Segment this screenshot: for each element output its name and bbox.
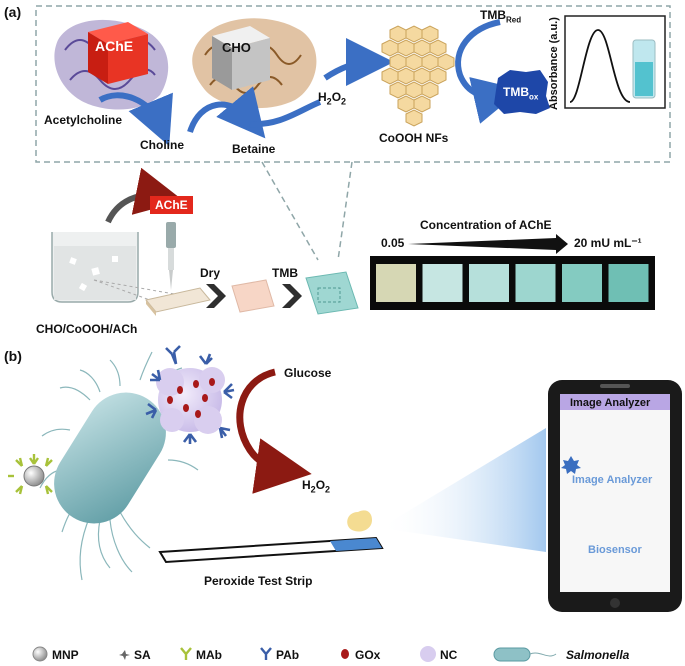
beaker-icon — [51, 232, 139, 303]
panel-b-label: (b) — [4, 348, 22, 364]
color-strip-frame — [370, 256, 655, 310]
coooh-nanoflakes-icon — [381, 25, 455, 127]
tmbox-blob-icon — [494, 70, 550, 114]
legend-pab: PAb — [276, 648, 300, 662]
process-chevrons — [206, 284, 302, 308]
test-pad-dried — [231, 279, 275, 313]
legend-salmonella: Salmonella — [566, 648, 630, 662]
mnp-mab-complex — [8, 454, 53, 495]
pipette-icon — [166, 222, 176, 290]
legend-mnp: MNP — [52, 648, 79, 662]
h2o2-label-b: H2O2 — [302, 478, 331, 495]
concentration-low: 0.05 — [381, 236, 405, 250]
phone-header: Image Analyzer — [570, 397, 651, 409]
panel-a-label: (a) — [4, 4, 22, 20]
tmb-step-label: TMB — [272, 266, 298, 280]
test-strip-label: Peroxide Test Strip — [204, 574, 313, 588]
tmb-ox-label: TMBox — [503, 85, 539, 102]
ache-cube — [88, 22, 148, 84]
beaker-label: CHO/CoOOH/ACh — [36, 322, 138, 336]
pipette-ache-label: AChE — [150, 196, 193, 214]
absorbance-plot — [564, 15, 666, 109]
concentration-title: Concentration of AChE — [420, 218, 552, 232]
test-pad-colored — [305, 271, 359, 315]
glucose-arrow — [236, 368, 312, 494]
test-pad-initial — [145, 287, 211, 316]
concentration-wedge — [408, 238, 556, 250]
tmb-red-label: TMBRed — [480, 8, 522, 25]
color-strip-cells — [376, 264, 649, 302]
mnp-icon — [32, 646, 48, 662]
choline-label: Choline — [140, 138, 184, 152]
reaction-arrows — [98, 19, 522, 147]
pab-icon — [260, 647, 272, 660]
glucose-label: Glucose — [284, 366, 332, 380]
smartphone-icon — [548, 380, 682, 612]
phone-app-name: Image Analyzer — [572, 474, 653, 486]
light-beam — [380, 428, 546, 552]
salmonella-icon — [493, 647, 557, 662]
phone-biosensor-label: Biosensor — [588, 544, 642, 556]
salmonella-bacterium — [39, 351, 201, 581]
peroxide-test-strip — [158, 536, 384, 564]
transfer-arrow — [105, 167, 184, 224]
acetylcholine-label: Acetylcholine — [44, 113, 123, 127]
zoom-box — [35, 5, 671, 261]
absorbance-axis-label: Absorbance (a.u.) — [548, 17, 560, 110]
color-cell-2 — [422, 264, 463, 302]
betaine-label: Betaine — [232, 142, 276, 156]
color-cell-6 — [608, 264, 649, 302]
color-cell-5 — [562, 264, 602, 302]
nanocluster-complex — [145, 345, 235, 444]
coooh-label: CoOOH NFs — [379, 131, 449, 145]
legend-icons — [32, 646, 557, 662]
sample-drop-icon — [347, 510, 372, 532]
mab-icon — [180, 647, 192, 660]
cho-cube-label: CHO — [222, 40, 251, 55]
color-cell-4 — [515, 264, 556, 302]
legend-gox: GOx — [355, 648, 381, 662]
cho-cube — [212, 26, 270, 90]
ache-cube-label: AChE — [95, 38, 134, 54]
gox-icon — [341, 649, 349, 659]
dry-label: Dry — [200, 266, 221, 280]
nc-icon — [420, 646, 436, 662]
h2o2-label-a: H2O2 — [318, 90, 347, 107]
color-cell-1 — [376, 264, 416, 302]
legend-sa: SA — [134, 648, 151, 662]
sa-icon — [119, 650, 130, 660]
concentration-high: 20 mU mL⁻¹ — [574, 236, 642, 250]
legend-nc: NC — [440, 648, 458, 662]
color-cell-3 — [469, 264, 509, 302]
legend-mab: MAb — [196, 648, 222, 662]
